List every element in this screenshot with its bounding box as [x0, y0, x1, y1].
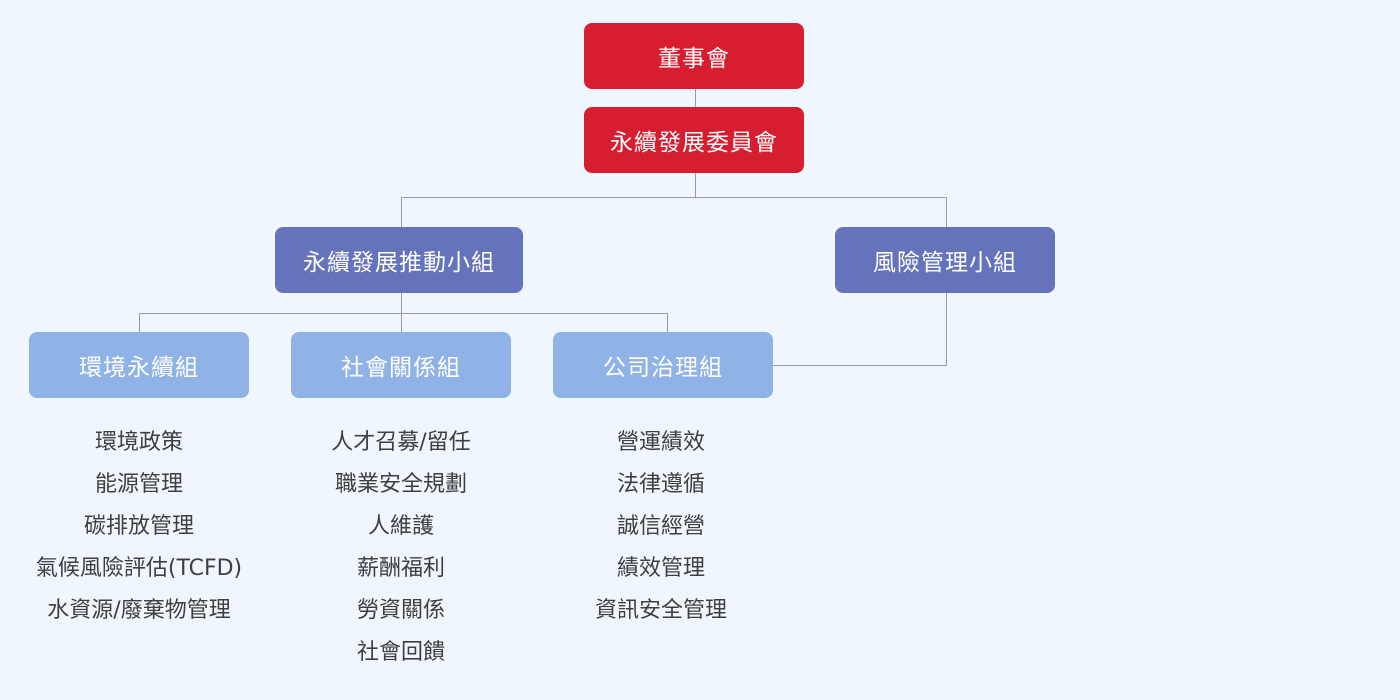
task-item: 資訊安全管理: [594, 598, 727, 623]
governance-task-list: 營運績效 法律遵循 誠信經營 績效管理 資訊安全管理: [541, 422, 781, 632]
task-item: 能源管理: [94, 472, 183, 497]
board-label: 董事會: [658, 46, 730, 72]
task-item: 勞資關係: [356, 598, 445, 623]
environment-task-list: 環境政策 能源管理 碳排放管理 氣候風險評估(TCFD) 水資源/廢棄物管理: [19, 422, 259, 632]
task-item: 人維護: [367, 514, 434, 539]
committee-node: 永續發展委員會: [584, 107, 804, 173]
group-environment-node: 環境永續組: [29, 332, 249, 398]
task-item: 營運績效: [616, 430, 705, 455]
risk-group-label: 風險管理小組: [873, 250, 1017, 276]
board-node: 董事會: [584, 23, 804, 89]
task-item: 環境政策: [94, 430, 183, 455]
task-item: 績效管理: [616, 556, 705, 581]
task-item: 誠信經營: [616, 514, 705, 539]
risk-group-node: 風險管理小組: [835, 227, 1055, 293]
task-item: 水資源/廢棄物管理: [47, 598, 231, 623]
group-governance-label: 公司治理組: [603, 355, 723, 381]
group-social-label: 社會關係組: [341, 355, 461, 381]
social-task-list: 人才召募/留任 職業安全規劃 人維護 薪酬福利 勞資關係 社會回饋: [281, 422, 521, 674]
task-item: 人才召募/留任: [331, 430, 471, 455]
task-item: 職業安全規劃: [334, 472, 467, 497]
group-environment-label: 環境永續組: [79, 355, 199, 381]
committee-label: 永續發展委員會: [610, 130, 778, 156]
group-governance-node: 公司治理組: [553, 332, 773, 398]
task-item: 社會回饋: [356, 640, 445, 665]
task-item: 氣候風險評估(TCFD): [35, 556, 243, 581]
task-item: 法律遵循: [616, 472, 705, 497]
task-force-node: 永續發展推動小組: [275, 227, 523, 293]
task-force-label: 永續發展推動小組: [303, 250, 495, 276]
task-item: 薪酬福利: [356, 556, 445, 581]
task-item: 碳排放管理: [83, 514, 194, 539]
group-social-node: 社會關係組: [291, 332, 511, 398]
